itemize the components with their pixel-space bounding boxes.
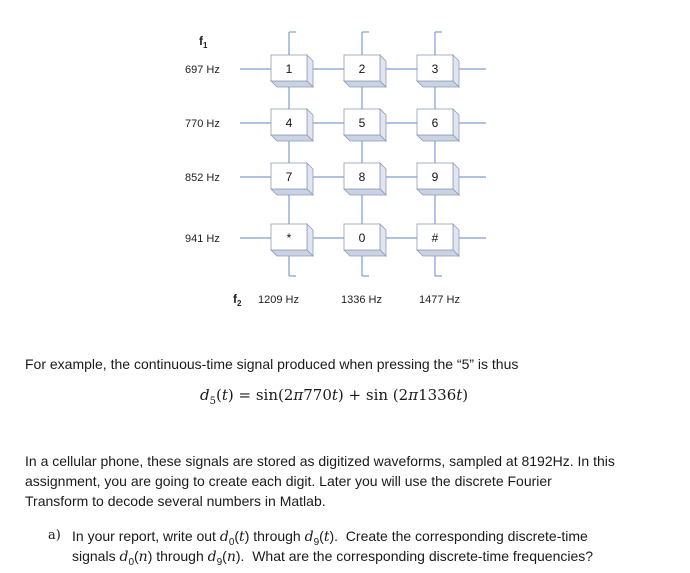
keypad-key: 8 (343, 162, 387, 196)
key-label: * (287, 231, 292, 245)
row-frequency-label: 770 Hz (185, 118, 220, 130)
key-label: 5 (359, 116, 366, 130)
key-label: 6 (432, 116, 439, 130)
keypad-keys: 1 2 3 4 5 6 7 8 9 * 0 # (270, 54, 460, 257)
item-a-line-2: signals d0(n) through d9(n). What are th… (72, 548, 594, 568)
row-frequency-label: 941 Hz (185, 233, 220, 245)
key-label: 4 (286, 116, 293, 130)
keypad-key: 0 (343, 223, 387, 257)
dtmf-keypad-figure: 1 2 3 4 5 6 7 8 9 * 0 # f1 f2 697 Hz 770 Hz 852 Hz 941… (185, 31, 486, 308)
paragraph-line-3: Transform to decode several numbers in M… (25, 493, 326, 509)
d5-equation: d5(t) = sin(2π770t) + sin (2π1336t) (200, 386, 469, 407)
column-frequency-label: 1477 Hz (419, 294, 460, 306)
column-frequency-label: 1336 Hz (341, 294, 382, 306)
keypad-key: # (416, 223, 460, 257)
key-label: 9 (432, 170, 439, 184)
key-label: 1 (286, 62, 293, 76)
keypad-key: 5 (343, 108, 387, 142)
paragraph-line-2: assignment, you are going to create each… (25, 473, 552, 489)
keypad-key: 1 (270, 54, 314, 88)
keypad-key: 9 (416, 162, 460, 196)
key-label: # (432, 231, 439, 245)
column-frequency-label: 1209 Hz (258, 294, 299, 306)
frequency-labels: f1 f2 697 Hz 770 Hz 852 Hz 941 Hz 1209 Hz 133… (185, 34, 460, 308)
keypad-key: 3 (416, 54, 460, 88)
f1-label: f1 (199, 34, 208, 50)
item-a-line-1: In your report, write out d0(t) through … (72, 528, 588, 548)
example-sentence: For example, the continuous-time signal … (25, 356, 519, 372)
item-a-marker: a) (48, 528, 61, 543)
key-label: 8 (359, 170, 366, 184)
key-label: 3 (432, 62, 439, 76)
paragraph-line-1: In a cellular phone, these signals are s… (25, 453, 615, 469)
row-frequency-label: 697 Hz (185, 64, 220, 76)
keypad-key: 2 (343, 54, 387, 88)
keypad-key: 7 (270, 162, 314, 196)
keypad-key: * (270, 223, 314, 257)
key-label: 2 (359, 62, 366, 76)
keypad-key: 4 (270, 108, 314, 142)
f2-label: f2 (233, 292, 242, 308)
row-frequency-label: 852 Hz (185, 172, 220, 184)
key-label: 7 (286, 170, 293, 184)
keypad-key: 6 (416, 108, 460, 142)
key-label: 0 (359, 231, 366, 245)
